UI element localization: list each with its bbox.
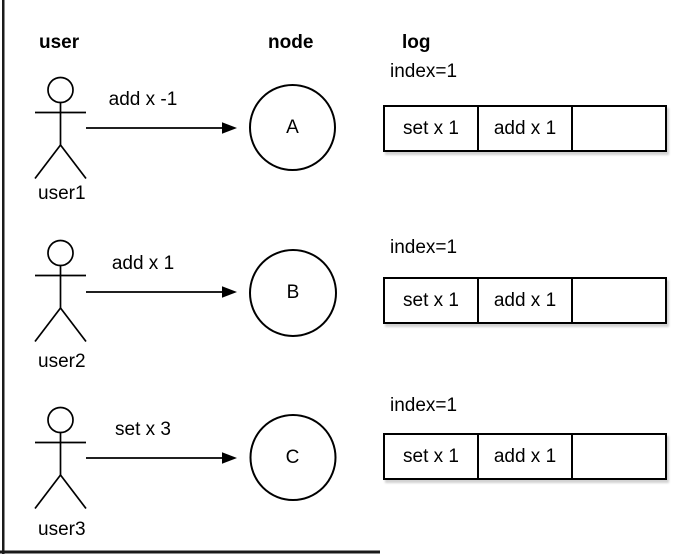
log-index-label: index=1: [390, 237, 458, 258]
actor-leg-right: [59, 307, 87, 343]
user-label: user2: [38, 351, 86, 372]
log-index-label: index=1: [390, 61, 458, 82]
actor-leg-left: [34, 474, 62, 510]
log-entry: set x 1: [403, 117, 459, 139]
log-table: set x 1 add x 1: [383, 433, 667, 480]
node-column-header: node: [268, 32, 314, 53]
frame-left-border: [2, 0, 5, 554]
arrowhead-icon: [222, 122, 237, 134]
command-arrow-1: [86, 122, 237, 134]
actor-leg-left: [34, 144, 62, 180]
node-label: C: [285, 446, 300, 468]
user-column-header: user: [39, 32, 80, 53]
log-entry: set x 1: [403, 445, 459, 467]
actor-leg-left: [34, 307, 62, 343]
command-label: set x 3: [115, 419, 171, 440]
command-arrow-3: [86, 452, 237, 464]
node-label: B: [286, 282, 300, 303]
command-label: add x -1: [108, 89, 178, 110]
log-index-label: index=1: [390, 395, 458, 416]
command-label: add x 1: [111, 253, 175, 274]
actor-leg-right: [59, 474, 87, 510]
arrowhead-icon: [222, 452, 237, 464]
node-label: A: [286, 116, 299, 138]
actor-leg-right: [59, 144, 87, 180]
log-table: set x 1 add x 1: [383, 277, 667, 324]
arrowhead-icon: [222, 286, 237, 298]
log-entry: add x 1: [477, 435, 571, 478]
log-entry: set x 1: [403, 289, 459, 311]
frame-bottom-border: [0, 550, 380, 554]
log-table: set x 1 add x 1: [383, 105, 667, 152]
log-entry-empty: [571, 435, 665, 478]
user-label: user1: [38, 183, 86, 204]
log-entry: add x 1: [477, 279, 571, 322]
log-column-header: log: [402, 32, 431, 53]
log-entry-empty: [571, 107, 665, 150]
user-label: user3: [38, 519, 86, 540]
log-entry-empty: [571, 279, 665, 322]
command-arrow-2: [86, 286, 237, 298]
log-entry: add x 1: [477, 107, 571, 150]
